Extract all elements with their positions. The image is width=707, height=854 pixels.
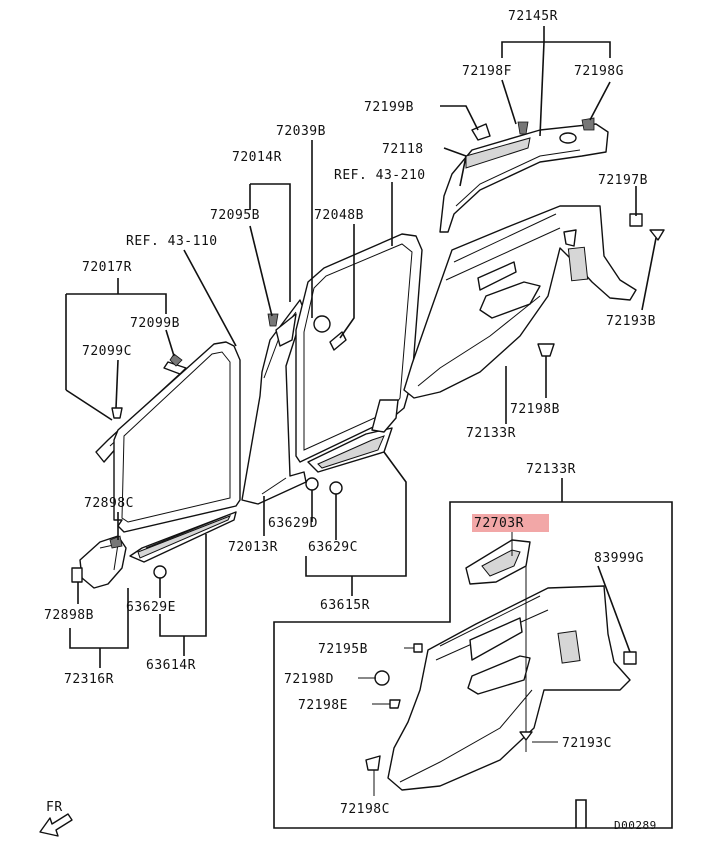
label-72145R[interactable]: 72145R bbox=[508, 9, 558, 24]
inset-lower-quarter-trim bbox=[387, 539, 631, 791]
highlight-box-72703R bbox=[472, 514, 549, 532]
label-63629E[interactable]: 63629E bbox=[126, 600, 176, 615]
label-ref-43-210[interactable]: REF. 43-210 bbox=[334, 168, 426, 183]
label-72198G[interactable]: 72198G bbox=[574, 64, 624, 79]
front-direction-indicator: FR bbox=[39, 800, 73, 837]
label-63629C[interactable]: 63629C bbox=[308, 540, 358, 555]
label-72017R[interactable]: 72017R bbox=[82, 260, 132, 275]
label-72898C[interactable]: 72898C bbox=[84, 496, 134, 511]
label-72198F[interactable]: 72198F bbox=[462, 64, 512, 79]
label-72048B[interactable]: 72048B bbox=[314, 208, 364, 223]
label-72039B[interactable]: 72039B bbox=[276, 124, 326, 139]
front-door-weatherstrip bbox=[113, 341, 241, 533]
label-63629D[interactable]: 63629D bbox=[268, 516, 318, 531]
label-ref-43-110[interactable]: REF. 43-110 bbox=[126, 234, 218, 249]
leader-lines bbox=[65, 26, 657, 796]
label-72898B[interactable]: 72898B bbox=[44, 608, 94, 623]
part-labels: 72145R 72198F 72198G 72199B 72039B 72118… bbox=[44, 9, 656, 817]
label-72198C[interactable]: 72198C bbox=[340, 802, 390, 817]
direction-label: FR bbox=[46, 800, 63, 815]
center-pillar-lower-trim bbox=[241, 299, 307, 505]
label-72118[interactable]: 72118 bbox=[382, 142, 424, 157]
label-72014R[interactable]: 72014R bbox=[232, 150, 282, 165]
label-83999G[interactable]: 83999G bbox=[594, 551, 644, 566]
label-72099B[interactable]: 72099B bbox=[130, 316, 180, 331]
label-72193B[interactable]: 72193B bbox=[606, 314, 656, 329]
label-72195B[interactable]: 72195B bbox=[318, 642, 368, 657]
label-72099C[interactable]: 72099C bbox=[82, 344, 132, 359]
label-72316R[interactable]: 72316R bbox=[64, 672, 114, 687]
label-63615R[interactable]: 63615R bbox=[320, 598, 370, 613]
label-72197B[interactable]: 72197B bbox=[598, 173, 648, 188]
cowl-side-trim bbox=[71, 535, 127, 589]
label-72198B[interactable]: 72198B bbox=[510, 402, 560, 417]
parts-artwork bbox=[71, 117, 673, 829]
front-arrow-icon bbox=[39, 813, 73, 837]
label-72095B[interactable]: 72095B bbox=[210, 208, 260, 223]
label-72133R-top[interactable]: 72133R bbox=[466, 426, 516, 441]
label-72013R[interactable]: 72013R bbox=[228, 540, 278, 555]
label-72703R[interactable]: 72703R bbox=[474, 516, 524, 531]
rear-scuff-plate bbox=[307, 399, 399, 473]
label-63614R[interactable]: 63614R bbox=[146, 658, 196, 673]
label-72199B[interactable]: 72199B bbox=[364, 100, 414, 115]
label-72193C[interactable]: 72193C bbox=[562, 736, 612, 751]
lower-quarter-trim bbox=[403, 205, 637, 399]
label-72198E[interactable]: 72198E bbox=[298, 698, 348, 713]
upper-quarter-trim bbox=[439, 123, 609, 233]
label-72198D[interactable]: 72198D bbox=[284, 672, 334, 687]
front-scuff-plate bbox=[129, 511, 237, 563]
label-72133R-inset[interactable]: 72133R bbox=[526, 462, 576, 477]
diagram-id: D00289 bbox=[614, 819, 657, 832]
inset-frame bbox=[273, 501, 673, 829]
rear-door-weatherstrip bbox=[295, 233, 423, 463]
